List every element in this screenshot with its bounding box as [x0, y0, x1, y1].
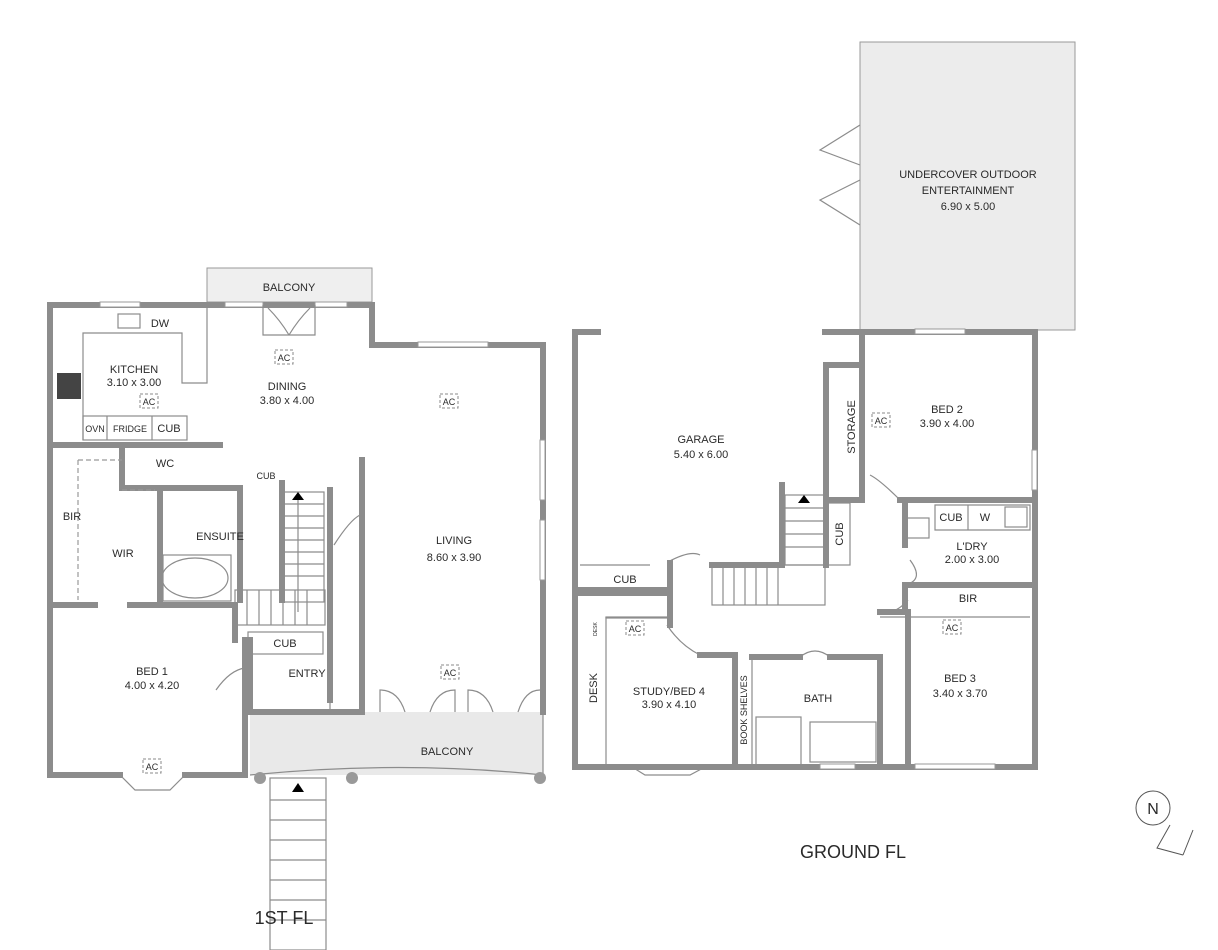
ac-label: AC [444, 668, 457, 678]
ground-floor-title: GROUND FL [800, 842, 906, 862]
ac-label: AC [143, 397, 156, 407]
bir-label: BIR [63, 511, 81, 523]
garage-size: 5.40 x 6.00 [674, 449, 728, 461]
ac-label: AC [443, 397, 456, 407]
hall-cub-label: CUB [834, 522, 846, 545]
front-stairs [269, 777, 327, 950]
undercover-label-1: UNDERCOVER OUTDOOR [899, 169, 1037, 181]
dishwasher-label: DW [151, 318, 170, 330]
balcony-top-area [206, 267, 373, 303]
kitchen-label: KITCHEN [110, 364, 158, 376]
wc-label: WC [156, 458, 174, 470]
compass-label: N [1147, 801, 1159, 818]
ac-markers [139, 349, 962, 774]
pillar [346, 772, 358, 784]
wall [574, 587, 883, 770]
kitchen-cub-label: CUB [157, 423, 180, 435]
stairs [234, 491, 326, 626]
study-label: STUDY/BED 4 [633, 686, 705, 698]
bir-label: BIR [959, 593, 977, 605]
door-swing[interactable] [215, 514, 361, 712]
undercover-label-2: ENTERTAINMENT [922, 185, 1015, 197]
kitchen-size: 3.10 x 3.00 [107, 377, 161, 389]
bed3-size: 3.40 x 3.70 [933, 688, 987, 700]
bed1-label: BED 1 [136, 666, 168, 678]
wall [897, 497, 1038, 588]
kitchen-bench [82, 305, 208, 440]
storage-label: STORAGE [846, 400, 858, 454]
ac-label: AC [946, 623, 959, 633]
dining-label: DINING [268, 381, 307, 393]
undercover-area [859, 41, 1076, 331]
laundry-label: L'DRY [956, 541, 988, 553]
ac-label: AC [629, 624, 642, 634]
first-floor-plan [47, 267, 546, 950]
bed2-size: 3.90 x 4.00 [920, 418, 974, 430]
ensuite-label: ENSUITE [196, 531, 244, 543]
balcony-front-edge [249, 712, 544, 776]
balcony-front-label: BALCONY [421, 746, 474, 758]
wall [47, 302, 253, 778]
entry-cub-label: CUB [273, 638, 296, 650]
cooktop-icon [57, 373, 81, 399]
garage-label: GARAGE [677, 434, 724, 446]
undercover-size: 6.90 x 5.00 [941, 201, 995, 213]
ground-floor-plan [572, 41, 1076, 776]
bed1-size: 4.00 x 4.20 [125, 680, 179, 692]
wall [279, 480, 333, 703]
balcony-top-label: BALCONY [263, 282, 316, 294]
living-label: LIVING [436, 535, 472, 547]
bathtub-icon [809, 721, 877, 763]
ac-label: AC [278, 353, 291, 363]
bed2-label: BED 2 [931, 404, 963, 416]
north-compass-icon: N [1135, 790, 1194, 856]
bed3-label: BED 3 [944, 673, 976, 685]
study-size: 3.90 x 4.10 [642, 699, 696, 711]
fridge-label: FRIDGE [113, 424, 147, 434]
dining-size: 3.80 x 4.00 [260, 395, 314, 407]
oven-label: OVN [85, 424, 105, 434]
wall [47, 602, 238, 643]
wir-label: WIR [112, 548, 133, 560]
washer-label: W [980, 512, 991, 524]
living-doors[interactable] [379, 689, 541, 713]
laundry-cub-label: CUB [939, 512, 962, 524]
desk-label: DESK [588, 672, 600, 703]
entry-label: ENTRY [288, 668, 326, 680]
pillar [254, 772, 266, 784]
ensuite-cub-label: CUB [256, 471, 275, 481]
wall [119, 442, 243, 603]
laundry-size: 2.00 x 3.00 [945, 554, 999, 566]
first-floor-title: 1ST FL [255, 908, 314, 928]
door-swing[interactable] [666, 474, 917, 658]
ac-label: AC [146, 762, 159, 772]
balcony-front-area [250, 712, 543, 775]
book-shelves-label: BOOK SHELVES [739, 675, 749, 744]
undercover-doors[interactable] [818, 124, 861, 226]
desk-small-label: DESK [593, 622, 599, 636]
laundry-tub-icon [906, 517, 930, 539]
bathtub-icon [161, 557, 229, 599]
ac-label: AC [875, 416, 888, 426]
garage-cub-label: CUB [613, 574, 636, 586]
pillar [534, 772, 546, 784]
living-size: 8.60 x 3.90 [427, 552, 481, 564]
bath-label: BATH [804, 693, 833, 705]
sliding-door[interactable] [580, 564, 1030, 618]
balcony-door[interactable] [262, 305, 316, 336]
sink-icon [117, 313, 141, 329]
stairs [711, 494, 826, 606]
sink-icon [1004, 506, 1028, 528]
